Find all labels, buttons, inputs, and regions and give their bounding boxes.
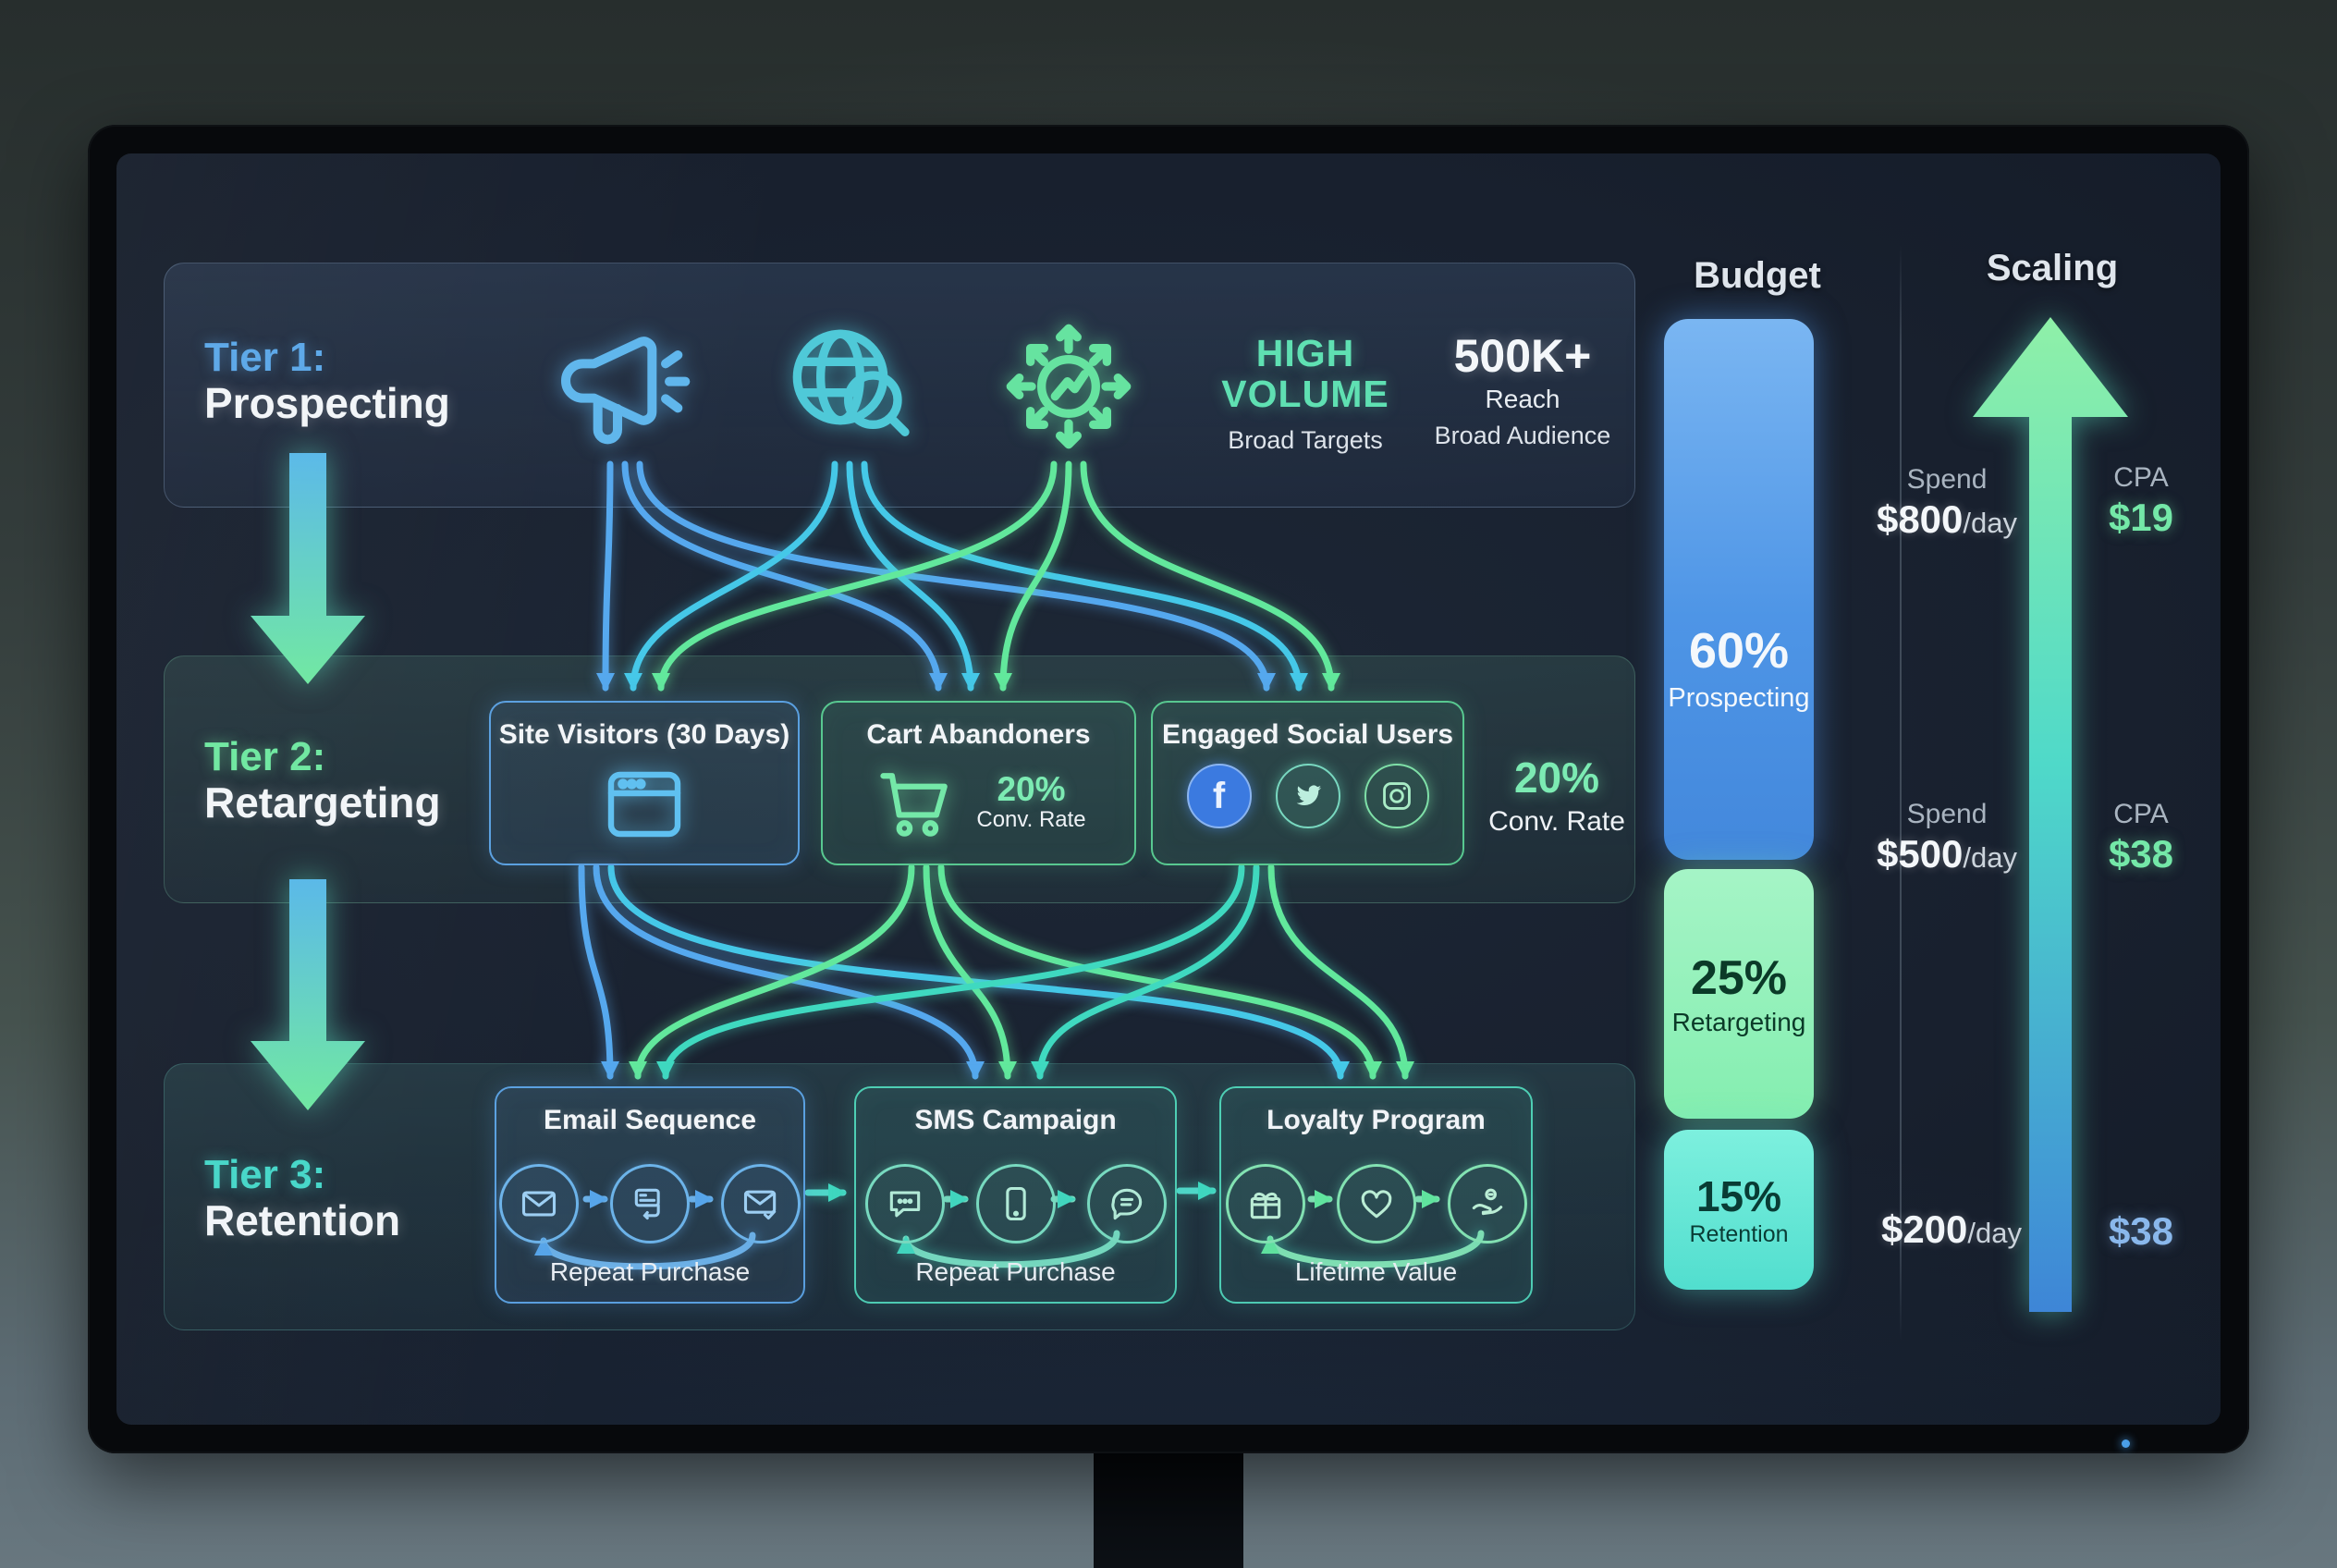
reach-value: 500K+ — [1453, 330, 1592, 382]
hand-coin-icon — [1447, 1164, 1527, 1243]
sms-campaign-box: SMS Campaign — [854, 1086, 1177, 1304]
volume-headline-line1: HIGH — [1255, 332, 1355, 374]
budget-retargeting-value: 25% — [1690, 951, 1788, 1005]
spend-value: $200 — [1880, 1207, 1968, 1251]
scaling-cpa-level3: $38 — [2076, 1207, 2206, 1254]
tier2-label: Tier 2: Retargeting — [204, 734, 441, 827]
reach-label: Reach — [1485, 385, 1560, 413]
tier3-label-title: Retention — [204, 1196, 401, 1245]
spend-label: Spend — [1906, 799, 1988, 829]
budget-retargeting-label: Retargeting — [1671, 1008, 1806, 1036]
cart-conversion-stat: 20% Conv. Rate — [976, 769, 1086, 834]
twitter-icon — [1275, 764, 1340, 828]
site-visitors-box: Site Visitors (30 Days) — [489, 701, 800, 865]
scaling-cpa-level2: CPA $38 — [2076, 799, 2206, 876]
cart-abandoners-title: Cart Abandoners — [866, 719, 1091, 750]
tier2-conv-label: Conv. Rate — [1488, 806, 1625, 837]
tier2-label-prefix: Tier 2: — [204, 734, 326, 779]
budget-prospecting-value: 60% — [1688, 623, 1790, 679]
budget-bar-retargeting: 25% Retargeting — [1664, 869, 1814, 1119]
cpa-label: CPA — [2113, 799, 2169, 829]
site-visitors-title: Site Visitors (30 Days) — [498, 719, 790, 750]
cart-abandoners-box: Cart Abandoners 20% Conv. Rate — [821, 701, 1136, 865]
email-sequence-caption: Repeat Purchase — [549, 1257, 751, 1286]
scaling-spend-level3: $200/day — [1854, 1206, 2049, 1252]
engaged-social-title: Engaged Social Users — [1161, 719, 1454, 750]
loyalty-program-title: Loyalty Program — [1266, 1105, 1486, 1135]
power-led-icon — [2122, 1439, 2130, 1448]
globe-search-icon — [776, 312, 924, 460]
envelope-check-icon — [721, 1164, 801, 1243]
reach-caption: Broad Audience — [1434, 422, 1611, 449]
budget-retention-label: Retention — [1689, 1221, 1789, 1247]
scaling-spend-level2: Spend $500/day — [1854, 799, 2039, 876]
scaling-spend-level1: Spend $800/day — [1854, 464, 2039, 542]
budget-title: Budget — [1694, 255, 1821, 296]
budget-bar-prospecting: 60% Prospecting — [1664, 319, 1814, 860]
tier1-reach-stat: 500K+ Reach Broad Audience — [1416, 333, 1629, 450]
loyalty-program-box: Loyalty Program — [1219, 1086, 1533, 1304]
tier3-label-prefix: Tier 3: — [204, 1152, 326, 1197]
chat-dots-icon — [864, 1164, 945, 1243]
volume-headline-line2: VOLUME — [1221, 373, 1389, 416]
budget-retention-value: 15% — [1695, 1172, 1782, 1220]
loyalty-program-caption: Lifetime Value — [1294, 1257, 1458, 1286]
cpa-value: $38 — [2108, 832, 2174, 876]
volume-caption: Broad Targets — [1228, 425, 1383, 454]
heart-icon — [1336, 1164, 1416, 1243]
spend-unit: /day — [1963, 841, 2018, 874]
cpa-value: $38 — [2108, 1209, 2174, 1253]
sms-campaign-title: SMS Campaign — [914, 1105, 1117, 1135]
gift-icon — [1225, 1164, 1305, 1243]
spend-unit: /day — [1963, 507, 2018, 539]
spend-unit: /day — [1967, 1217, 2023, 1249]
scaling-title: Scaling — [1986, 248, 2119, 288]
cart-conv-value: 20% — [997, 769, 1066, 808]
facebook-icon: f — [1186, 764, 1252, 828]
tier2-label-title: Retargeting — [204, 778, 441, 827]
budget-prospecting-label: Prospecting — [1668, 683, 1810, 713]
spend-value: $800 — [1876, 497, 1964, 541]
shopping-cart-icon — [871, 760, 956, 845]
automation-icon — [610, 1164, 690, 1243]
spend-label: Spend — [1906, 464, 1988, 495]
column-divider — [1900, 245, 1902, 1341]
tier3-label: Tier 3: Retention — [204, 1152, 400, 1245]
tier2-conversion-stat: 20% Conv. Rate — [1474, 753, 1640, 838]
chat-lines-icon — [1086, 1164, 1167, 1243]
screen: Tier 1: Prospecting Tier 2: Retargeting … — [116, 153, 2221, 1425]
monitor: Tier 1: Prospecting Tier 2: Retargeting … — [88, 125, 2249, 1453]
browser-window-icon — [600, 764, 689, 841]
tier2-conv-value: 20% — [1513, 753, 1600, 802]
engaged-social-box: Engaged Social Users f — [1151, 701, 1464, 865]
instagram-icon — [1364, 764, 1429, 828]
email-sequence-box: Email Sequence — [495, 1086, 805, 1304]
envelope-icon — [499, 1164, 579, 1243]
email-sequence-title: Email Sequence — [543, 1105, 757, 1135]
tier1-label-prefix: Tier 1: — [204, 335, 326, 380]
expand-arrows-icon — [995, 312, 1143, 460]
budget-bar-retention: 15% Retention — [1664, 1130, 1814, 1290]
tier1-label: Tier 1: Prospecting — [204, 335, 450, 428]
cart-conv-label: Conv. Rate — [976, 807, 1086, 833]
tier1-volume-stat: HIGH VOLUME Broad Targets — [1194, 333, 1416, 455]
cpa-label: CPA — [2113, 462, 2169, 493]
cpa-value: $19 — [2108, 496, 2174, 539]
megaphone-icon — [551, 312, 699, 460]
phone-icon — [975, 1164, 1056, 1243]
spend-value: $500 — [1876, 832, 1964, 876]
monitor-stand — [1094, 1447, 1243, 1568]
scaling-cpa-level1: CPA $19 — [2076, 462, 2206, 540]
sms-campaign-caption: Repeat Purchase — [915, 1257, 1116, 1286]
tier1-label-title: Prospecting — [204, 379, 450, 428]
